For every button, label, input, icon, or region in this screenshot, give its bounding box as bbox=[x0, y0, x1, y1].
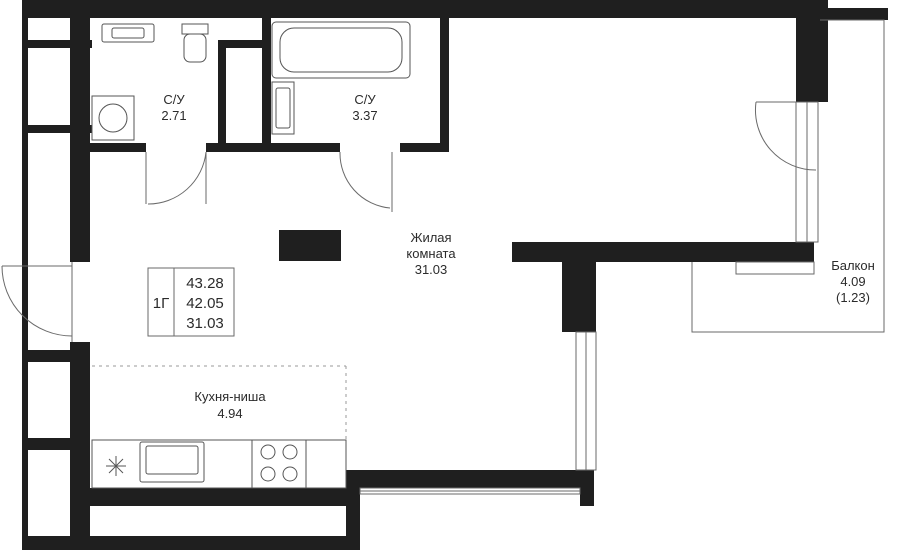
living-name-1: Жилая bbox=[410, 230, 451, 245]
bath2-area: 3.37 bbox=[352, 108, 377, 123]
living-area-label: 31.03 bbox=[415, 262, 448, 277]
living-name-2: комната bbox=[406, 246, 456, 261]
stove-icon bbox=[251, 439, 307, 489]
room-labels: С/У 2.71 С/У 3.37 Жилая комната 31.03 Ку… bbox=[161, 92, 874, 421]
bath2-fixtures bbox=[271, 21, 411, 135]
apartment-type: 1Г bbox=[153, 295, 169, 312]
fridge-icon bbox=[106, 456, 126, 476]
bath1-fixtures bbox=[91, 23, 209, 141]
walls bbox=[22, 0, 888, 550]
living-area: 31.03 bbox=[186, 315, 224, 332]
toilet-icon bbox=[181, 23, 209, 63]
bath2-name: С/У bbox=[354, 92, 376, 107]
kitchen-fixtures bbox=[91, 365, 347, 489]
balcony-area-reduced: (1.23) bbox=[836, 290, 870, 305]
living-total-area: 42.05 bbox=[186, 295, 224, 312]
balcony-outline bbox=[691, 19, 885, 333]
sink-icon bbox=[101, 23, 155, 43]
kitchen-sink-icon bbox=[139, 441, 205, 483]
bath1-name: С/У bbox=[163, 92, 185, 107]
bathtub-icon bbox=[271, 21, 411, 79]
washing-machine-icon bbox=[91, 95, 135, 141]
kitchen-area: 4.94 bbox=[217, 406, 242, 421]
sink-2-icon bbox=[271, 81, 295, 135]
bath1-area: 2.71 bbox=[161, 108, 186, 123]
balcony-name: Балкон bbox=[831, 258, 875, 273]
summary-box: 1Г 43.28 42.05 31.03 bbox=[147, 267, 235, 337]
balcony-area: 4.09 bbox=[840, 274, 865, 289]
kitchen-name: Кухня-ниша bbox=[194, 389, 266, 404]
doors bbox=[1, 101, 817, 342]
total-area: 43.28 bbox=[186, 275, 224, 292]
windows bbox=[359, 101, 819, 495]
